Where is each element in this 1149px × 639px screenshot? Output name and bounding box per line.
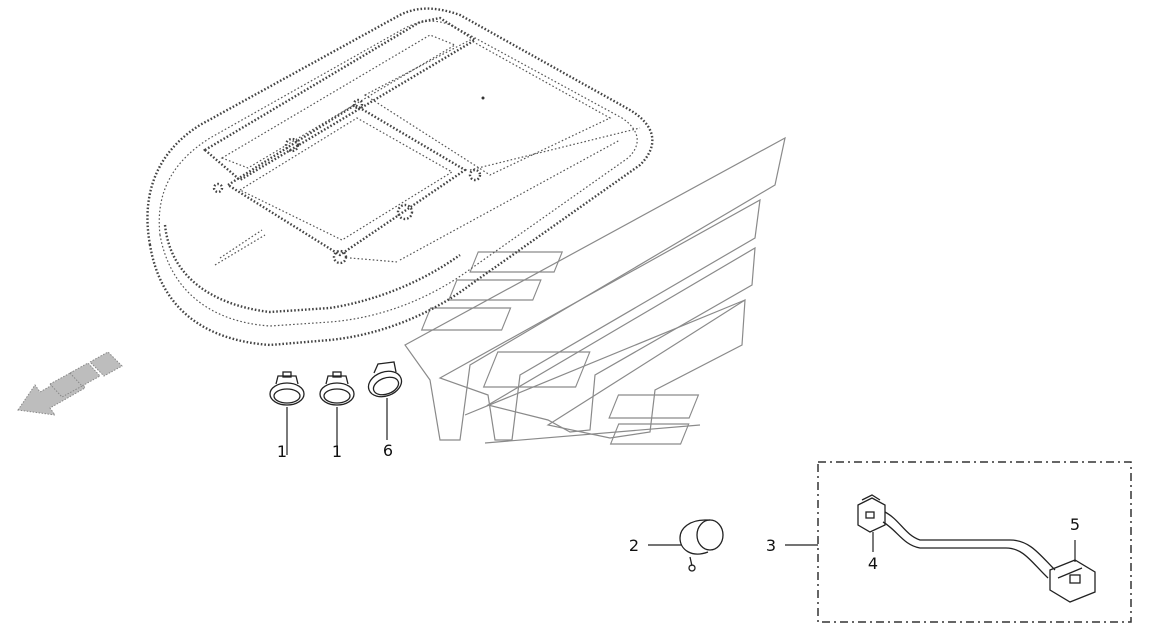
lamp-part-6[interactable]	[365, 361, 405, 440]
callout-label-3: 3	[766, 536, 776, 555]
callout-label-1a: 1	[277, 442, 287, 461]
callout-label-1b: 1	[332, 442, 342, 461]
callout-label-2: 2	[629, 536, 639, 555]
callout-label-4: 4	[868, 554, 878, 573]
connector-part-4[interactable]	[857, 494, 886, 552]
buzzer-part-2[interactable]	[648, 519, 724, 572]
harness-kit-part-3[interactable]	[785, 461, 1132, 623]
front-direction-arrow-icon	[17, 351, 123, 416]
lamp-part-1a[interactable]	[269, 371, 305, 455]
connector-part-5[interactable]	[1049, 540, 1096, 603]
logo-watermark	[404, 136, 786, 445]
roof-cover-assembly	[146, 7, 654, 347]
callout-label-6: 6	[383, 441, 393, 460]
lamp-part-1b[interactable]	[319, 371, 355, 455]
callout-label-5: 5	[1070, 515, 1080, 534]
